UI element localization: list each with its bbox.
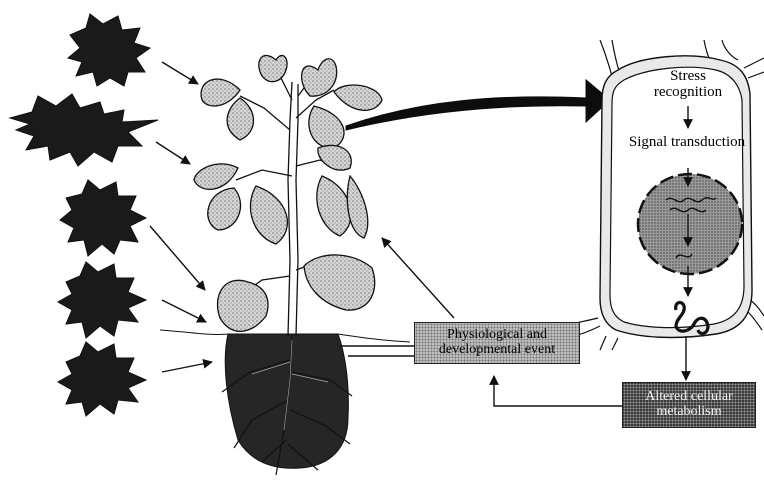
leaf — [302, 59, 337, 96]
stress-starburst-icon — [10, 94, 158, 166]
leaf — [208, 188, 241, 230]
leaf — [259, 55, 287, 81]
stress-starburst-icon — [68, 14, 150, 86]
stress-recognition-label: Stress recognition — [636, 68, 740, 100]
stress-starburst-icon — [58, 262, 146, 338]
stress-arrow — [162, 362, 212, 372]
leaf — [194, 164, 238, 189]
stress-arrows — [150, 62, 212, 372]
leaf — [227, 98, 253, 140]
signal-transduction-label: Signal transduction — [628, 134, 746, 150]
stress-arrow — [162, 62, 198, 84]
leaf — [347, 176, 367, 238]
leaf — [318, 145, 351, 170]
leaf — [334, 85, 382, 110]
leaf — [309, 106, 344, 148]
stress-arrow — [162, 300, 206, 322]
leaf — [218, 280, 268, 331]
physiological-event-box: Physiological and developmental event — [414, 322, 580, 364]
leaf — [250, 186, 287, 244]
nucleus — [638, 174, 742, 274]
leaf — [304, 255, 375, 310]
stress-arrow — [150, 226, 205, 290]
big-arrow — [346, 80, 610, 130]
stress-starburst-icon — [60, 180, 146, 256]
root-system — [160, 330, 410, 475]
stress-starburst-icon — [58, 342, 146, 416]
stress-arrow — [156, 142, 190, 164]
leaf — [317, 176, 351, 236]
leaf — [201, 79, 240, 106]
altered-metabolism-box: Altered cellular metabolism — [622, 382, 756, 428]
stress-icons — [10, 14, 158, 416]
